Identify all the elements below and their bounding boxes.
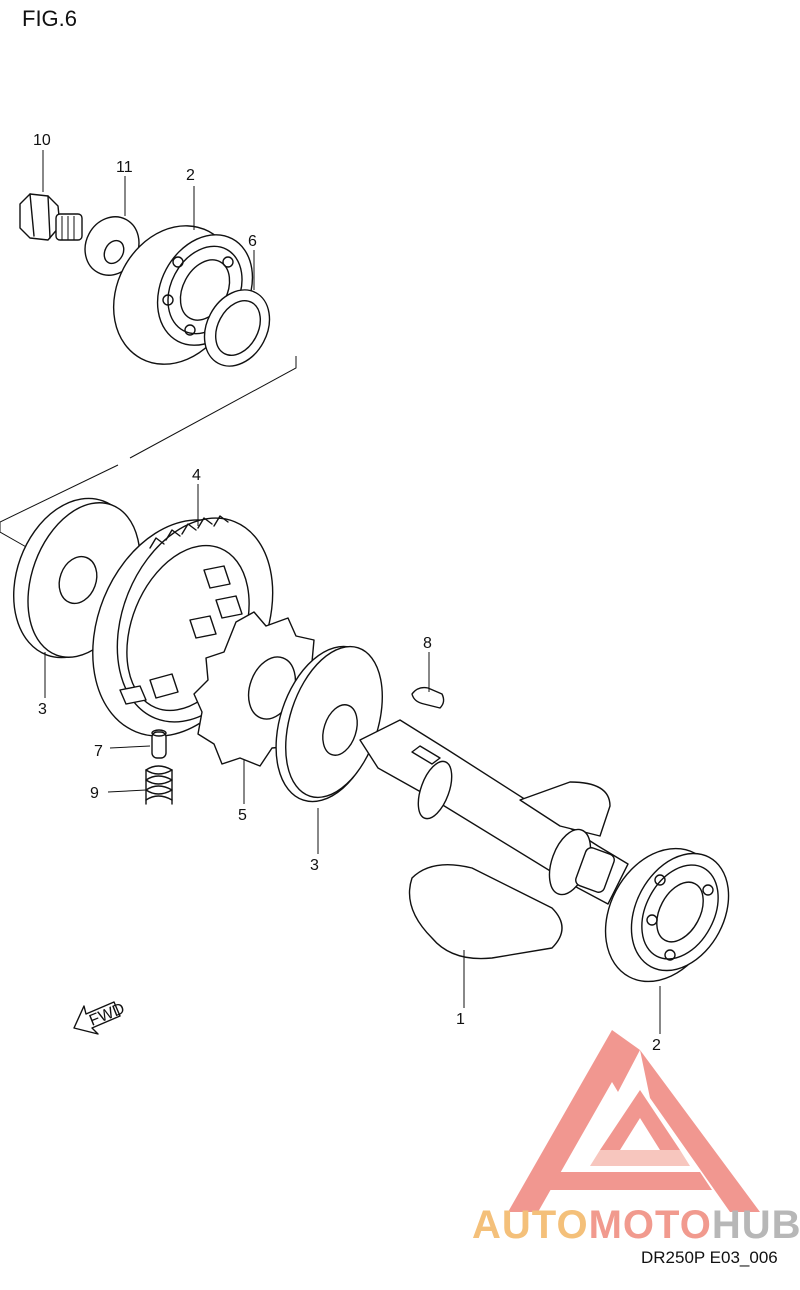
bolt-10 xyxy=(19,193,83,241)
spring-9 xyxy=(145,765,173,805)
callout-7: 7 xyxy=(94,743,103,760)
callout-numbers: 1 2 2 3 3 4 5 6 7 8 9 10 11 xyxy=(33,132,661,1054)
callout-3-left: 3 xyxy=(38,701,47,718)
watermark-logo-icon xyxy=(508,1030,760,1212)
leader-lines xyxy=(42,150,661,1034)
fwd-arrow-icon: FWD xyxy=(73,1000,127,1035)
key-8 xyxy=(411,686,445,709)
assembly-outline xyxy=(129,356,297,459)
watermark-text: AUTOMOTOHUB xyxy=(472,1203,800,1247)
figure-title: FIG.6 xyxy=(22,6,78,31)
callout-2-upper: 2 xyxy=(186,167,195,184)
figure-code: DR250P E03_006 xyxy=(641,1248,778,1267)
callout-4: 4 xyxy=(192,467,201,484)
pin-7 xyxy=(151,729,167,759)
ring-6 xyxy=(203,289,271,367)
callout-1: 1 xyxy=(456,1011,465,1028)
washer-3-right xyxy=(275,645,383,803)
callout-6: 6 xyxy=(248,233,257,250)
callout-8: 8 xyxy=(423,635,432,652)
callout-3-right: 3 xyxy=(310,857,319,874)
callout-5: 5 xyxy=(238,807,247,824)
bearing-2-lower xyxy=(604,847,730,983)
callout-11: 11 xyxy=(116,159,133,176)
callout-9: 9 xyxy=(90,785,99,802)
callout-2-lower: 2 xyxy=(652,1037,661,1054)
callout-10: 10 xyxy=(33,132,51,149)
crankshaft-1 xyxy=(359,719,629,960)
